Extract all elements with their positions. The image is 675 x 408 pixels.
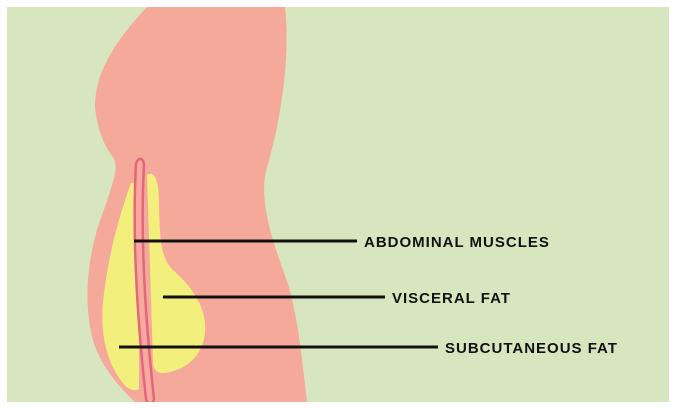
diagram-canvas: ABDOMINAL MUSCLES VISCERAL FAT SUBCUTANE… (7, 7, 669, 402)
subcutaneous-fat-label: SUBCUTANEOUS FAT (445, 340, 618, 357)
abdominal-muscles-label: ABDOMINAL MUSCLES (364, 234, 550, 251)
visceral-fat-label: VISCERAL FAT (392, 290, 511, 307)
abdominal-cross-section-diagram: ABDOMINAL MUSCLES VISCERAL FAT SUBCUTANE… (7, 7, 669, 402)
